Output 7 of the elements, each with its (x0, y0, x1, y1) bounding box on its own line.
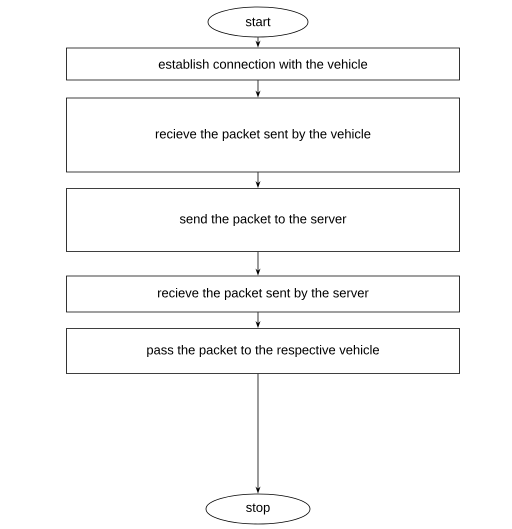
process-box: send the packet to the server (66, 188, 460, 252)
process-box: establish connection with the vehicle (66, 48, 460, 80)
process-box: recieve the packet sent by the vehicle (66, 98, 460, 172)
process-box: pass the packet to the respective vehicle (66, 328, 460, 374)
process-box: recieve the packet sent by the server (66, 276, 460, 312)
terminal-oval: stop (206, 494, 310, 524)
terminal-oval: start (208, 6, 308, 38)
